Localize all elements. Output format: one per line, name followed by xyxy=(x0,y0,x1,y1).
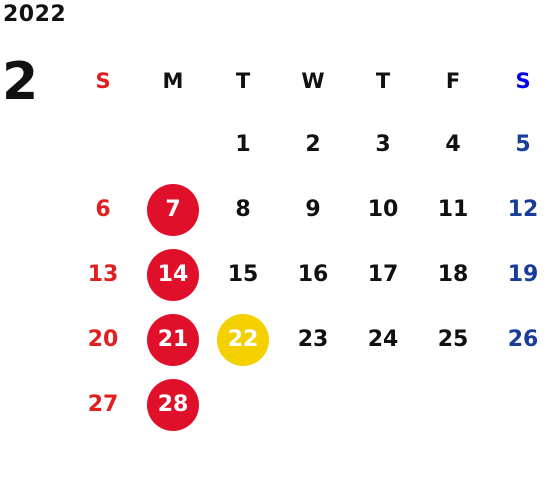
day-cell[interactable]: 24 xyxy=(367,327,399,352)
day-cell[interactable]: 10 xyxy=(367,197,399,222)
day-cell[interactable]: 23 xyxy=(297,327,329,352)
red-highlight-day: 14 xyxy=(147,248,199,301)
day-cell[interactable]: 14 xyxy=(138,242,208,307)
weekday-header: S xyxy=(95,69,111,93)
day-cell[interactable]: 19 xyxy=(507,262,539,287)
day-cell[interactable]: 28 xyxy=(138,372,208,437)
day-cell[interactable]: 2 xyxy=(305,132,321,157)
day-cell[interactable]: 27 xyxy=(87,392,119,417)
day-cell[interactable]: 22 xyxy=(208,307,278,372)
empty-day-cell xyxy=(418,372,488,437)
year-label: 2022 xyxy=(3,2,67,27)
day-cell[interactable]: 21 xyxy=(138,307,208,372)
yellow-highlight-day: 22 xyxy=(217,313,269,366)
day-cell[interactable]: 20 xyxy=(87,327,119,352)
weekday-header: T xyxy=(235,69,251,93)
day-cell[interactable]: 5 xyxy=(515,132,531,157)
day-cell[interactable]: 1 xyxy=(235,132,251,157)
day-cell[interactable]: 17 xyxy=(367,262,399,287)
day-cell[interactable]: 15 xyxy=(227,262,259,287)
empty-day-cell xyxy=(68,112,138,177)
red-highlight-day: 7 xyxy=(147,183,199,236)
weekday-header: M xyxy=(162,69,184,93)
red-highlight-day: 28 xyxy=(147,378,199,431)
empty-day-cell xyxy=(348,372,418,437)
day-cell[interactable]: 6 xyxy=(95,197,111,222)
empty-day-cell xyxy=(278,372,348,437)
weekday-header: W xyxy=(301,69,325,93)
empty-day-cell xyxy=(208,372,278,437)
red-highlight-day: 21 xyxy=(147,313,199,366)
day-cell[interactable]: 16 xyxy=(297,262,329,287)
empty-day-cell xyxy=(488,372,548,437)
day-cell[interactable]: 9 xyxy=(305,197,321,222)
weekday-header: T xyxy=(375,69,391,93)
day-cell[interactable]: 8 xyxy=(235,197,251,222)
day-cell[interactable]: 11 xyxy=(437,197,469,222)
weekday-header: F xyxy=(445,69,461,93)
month-label: 2 xyxy=(2,52,39,112)
day-cell[interactable]: 7 xyxy=(138,177,208,242)
weekday-header: S xyxy=(515,69,531,93)
day-cell[interactable]: 13 xyxy=(87,262,119,287)
day-cell[interactable]: 3 xyxy=(375,132,391,157)
day-cell[interactable]: 18 xyxy=(437,262,469,287)
day-cell[interactable]: 26 xyxy=(507,327,539,352)
day-cell[interactable]: 4 xyxy=(445,132,461,157)
day-cell[interactable]: 12 xyxy=(507,197,539,222)
day-cell[interactable]: 25 xyxy=(437,327,469,352)
empty-day-cell xyxy=(138,112,208,177)
